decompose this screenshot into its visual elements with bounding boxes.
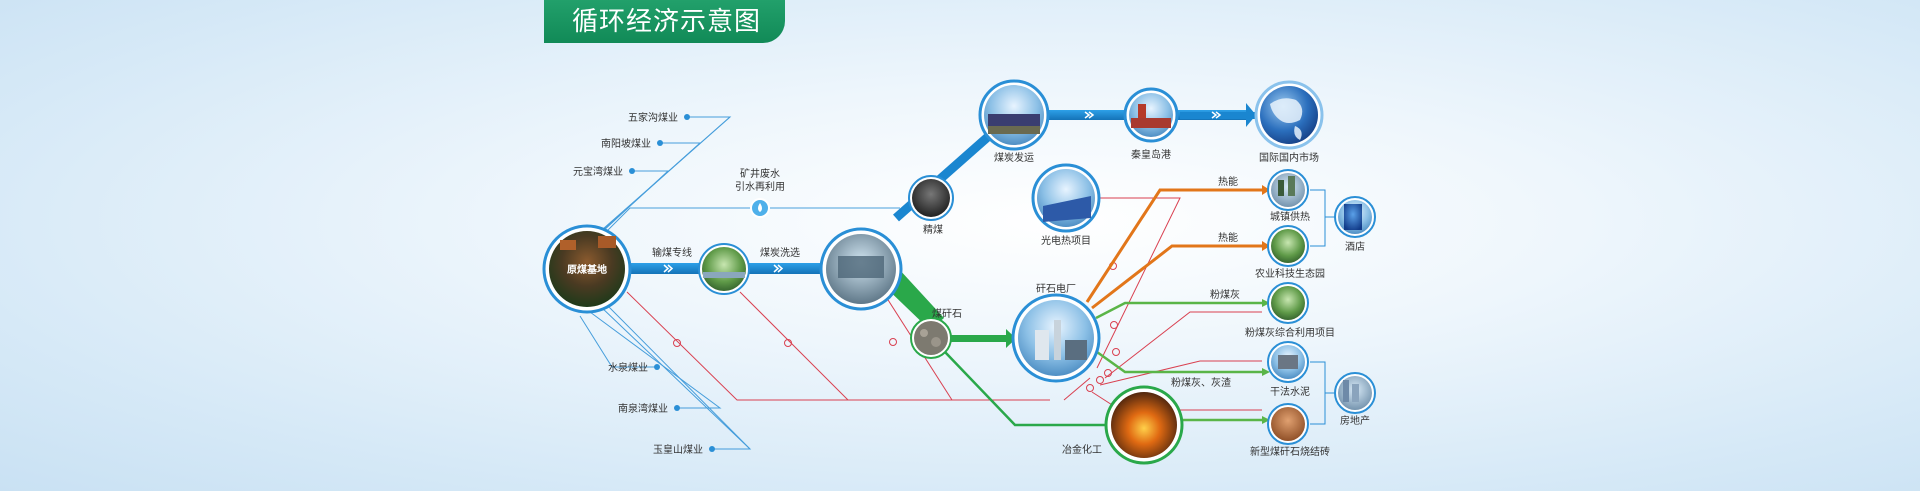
clean-coal-label: 精煤: [923, 223, 943, 236]
mine-label: 水泉煤业: [608, 361, 648, 374]
transfer-label: 输煤专线: [652, 246, 692, 259]
mine-label: 五家沟煤业: [628, 111, 678, 124]
water-drop-icon: [750, 198, 770, 218]
mine-labels-bottom: 水泉煤业 南泉湾煤业 玉皇山煤业: [608, 361, 703, 456]
node-gangue: [910, 317, 952, 359]
hotel-label: 酒店: [1345, 240, 1365, 253]
realestate-label: 房地产: [1340, 414, 1370, 427]
metal-label: 冶金化工: [1062, 443, 1102, 456]
mine-label: 元宝湾煤业: [573, 165, 623, 178]
node-cement: [1267, 341, 1309, 383]
globe-icon: [1254, 80, 1324, 150]
node-plant: [1011, 293, 1101, 383]
plant-label: 矸石电厂: [1036, 282, 1076, 295]
node-solar: [1031, 163, 1101, 233]
mine-label: 南泉湾煤业: [618, 402, 668, 415]
solar-label: 光电热项目: [1041, 234, 1091, 247]
node-agri: [1267, 225, 1309, 267]
heat-label-1: 热能: [1218, 175, 1238, 188]
electric-symbol-icon: [673, 262, 1120, 392]
heating-label: 城镇供热: [1270, 210, 1310, 223]
node-brick: [1267, 403, 1309, 445]
node-washing: [819, 227, 903, 311]
node-base-label: 原煤基地: [567, 263, 607, 276]
transport-label: 煤炭发运: [994, 151, 1034, 164]
port-label: 秦皇岛港: [1131, 148, 1171, 161]
orange-flows: [1085, 188, 1262, 310]
gangue-label: 煤矸石: [932, 307, 962, 320]
mine-label: 玉皇山煤业: [653, 443, 703, 456]
node-transport: [978, 79, 1050, 151]
mine-labels-top: 五家沟煤业 南阳坡煤业 元宝湾煤业: [573, 111, 678, 178]
ash-project-label: 粉煤灰综合利用项目: [1245, 326, 1335, 339]
arrow-chevron-icon: [663, 111, 1222, 273]
mine-dots: [629, 114, 715, 452]
washing-label: 煤炭洗选: [760, 246, 800, 259]
mine-label: 南阳坡煤业: [601, 137, 651, 150]
node-base: 原煤基地: [542, 224, 632, 314]
ash-label: 粉煤灰: [1210, 288, 1240, 301]
ash-flows: [1095, 301, 1262, 422]
cement-label: 干法水泥: [1270, 385, 1310, 398]
node-port: [1123, 87, 1179, 143]
market-label: 国际国内市场: [1259, 151, 1319, 164]
agri-label: 农业科技生态园: [1255, 267, 1325, 280]
page-title: 循环经济示意图: [544, 0, 785, 43]
node-heating: [1267, 169, 1309, 211]
heat-label-2: 热能: [1218, 231, 1238, 244]
ash-slag-label: 粉煤灰、灰渣: [1171, 376, 1231, 389]
brick-label: 新型煤矸石烧结砖: [1250, 445, 1330, 458]
node-realestate: [1334, 372, 1376, 414]
mine-connectors: [579, 116, 752, 450]
node-metal: [1104, 385, 1184, 465]
node-transfer: [698, 243, 750, 295]
water-label-1: 矿井废水: [740, 167, 780, 180]
water-label-2: 引水再利用: [735, 181, 785, 193]
node-clean-coal: [908, 175, 954, 221]
node-ash-project: [1267, 282, 1309, 324]
node-hotel: [1334, 196, 1376, 238]
